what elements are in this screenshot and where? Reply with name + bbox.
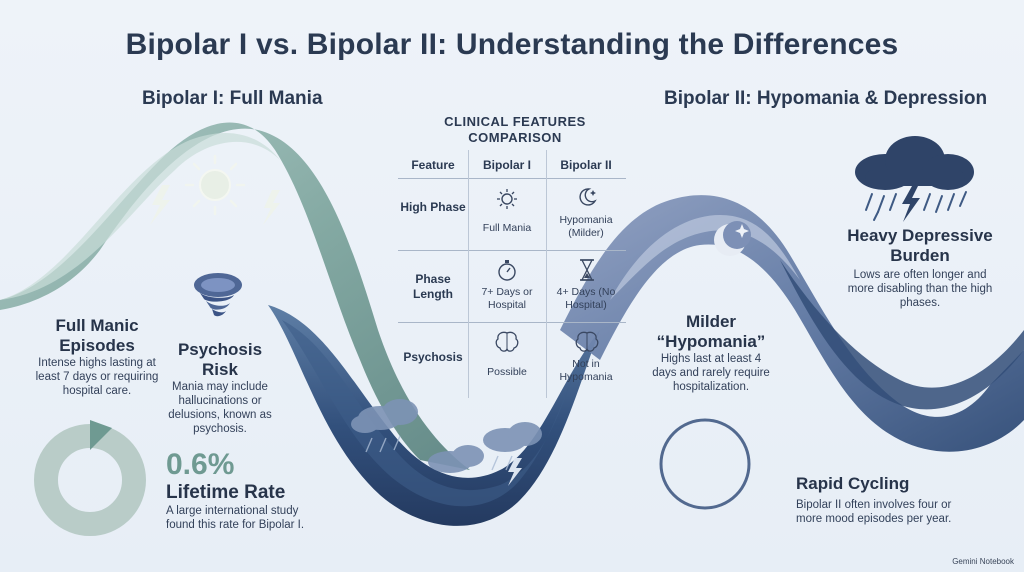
table-header: Bipolar II xyxy=(560,158,612,172)
brain-icon xyxy=(495,331,519,352)
storm-cloud-icon xyxy=(351,399,542,473)
page-title: Bipolar I vs. Bipolar II: Understanding … xyxy=(125,28,899,61)
moon-icon xyxy=(579,188,597,206)
full-manic-text: Intense highs lasting at least 7 days or… xyxy=(35,357,159,397)
sun-icon xyxy=(497,189,517,209)
table-cell: 7+ Days or Hospital xyxy=(481,286,533,311)
star-icon xyxy=(735,224,749,238)
sun-icon xyxy=(184,154,246,216)
comparison-table: Feature Bipolar I Bipolar II High Phase … xyxy=(398,150,626,398)
psychosis-text: Mania may include hallucinations or delu… xyxy=(168,381,272,435)
lifetime-text: A large international study found this r… xyxy=(166,505,305,531)
table-title: CLINICAL FEATURES COMPARISON xyxy=(444,114,586,145)
lightning-icon xyxy=(902,186,920,222)
full-manic-heading: Full Manic Episodes xyxy=(55,316,139,355)
lightning-icon xyxy=(263,190,280,225)
table-header: Bipolar I xyxy=(482,158,531,172)
table-row-feature: Phase Length xyxy=(413,272,453,301)
rapid-cycling-text: Bipolar II often involves four or more m… xyxy=(796,499,952,525)
table-cell: Not in Hypomania xyxy=(559,358,613,383)
stopwatch-icon xyxy=(498,260,516,281)
table-row-feature: Psychosis xyxy=(403,350,463,364)
lifetime-rate-donut xyxy=(34,420,146,536)
lightning-icon xyxy=(508,458,522,486)
divider xyxy=(398,250,626,251)
lifetime-stat: 0.6% xyxy=(166,448,235,481)
table-cell: 4+ Days (No Hospital) xyxy=(556,286,616,311)
lightning-icon xyxy=(150,185,170,225)
hypomania-heading: Milder “Hypomania” xyxy=(656,312,766,351)
hypomania-text: Highs last at least 4 days and rarely re… xyxy=(652,353,770,393)
divider xyxy=(546,150,547,398)
table-header: Feature xyxy=(411,158,455,172)
rapid-cycling-ring xyxy=(659,418,751,510)
divider xyxy=(468,150,469,398)
rapid-cycling-heading: Rapid Cycling xyxy=(796,474,910,493)
divider xyxy=(398,178,626,179)
depressive-text: Lows are often longer and more disabling… xyxy=(847,269,993,309)
credit-label: Gemini Notebook xyxy=(952,557,1014,566)
hypomania-wave xyxy=(560,195,1024,452)
depressive-heading: Heavy Depressive Burden xyxy=(847,226,993,265)
tornado-icon xyxy=(194,273,242,317)
lifetime-heading: Lifetime Rate xyxy=(166,482,286,503)
hourglass-icon xyxy=(580,259,594,281)
bipolar-2-heading: Bipolar II: Hypomania & Depression xyxy=(664,88,988,109)
table-cell: Full Mania xyxy=(482,222,532,234)
bipolar-1-heading: Bipolar I: Full Mania xyxy=(142,88,323,109)
psychosis-heading: Psychosis Risk xyxy=(177,340,263,379)
table-cell: Possible xyxy=(487,366,527,378)
divider xyxy=(398,322,626,323)
rain-cloud-icon xyxy=(855,136,974,190)
brain-icon xyxy=(575,331,599,352)
table-cell: Hypomania (Milder) xyxy=(559,214,613,239)
table-row-feature: High Phase xyxy=(400,200,466,214)
